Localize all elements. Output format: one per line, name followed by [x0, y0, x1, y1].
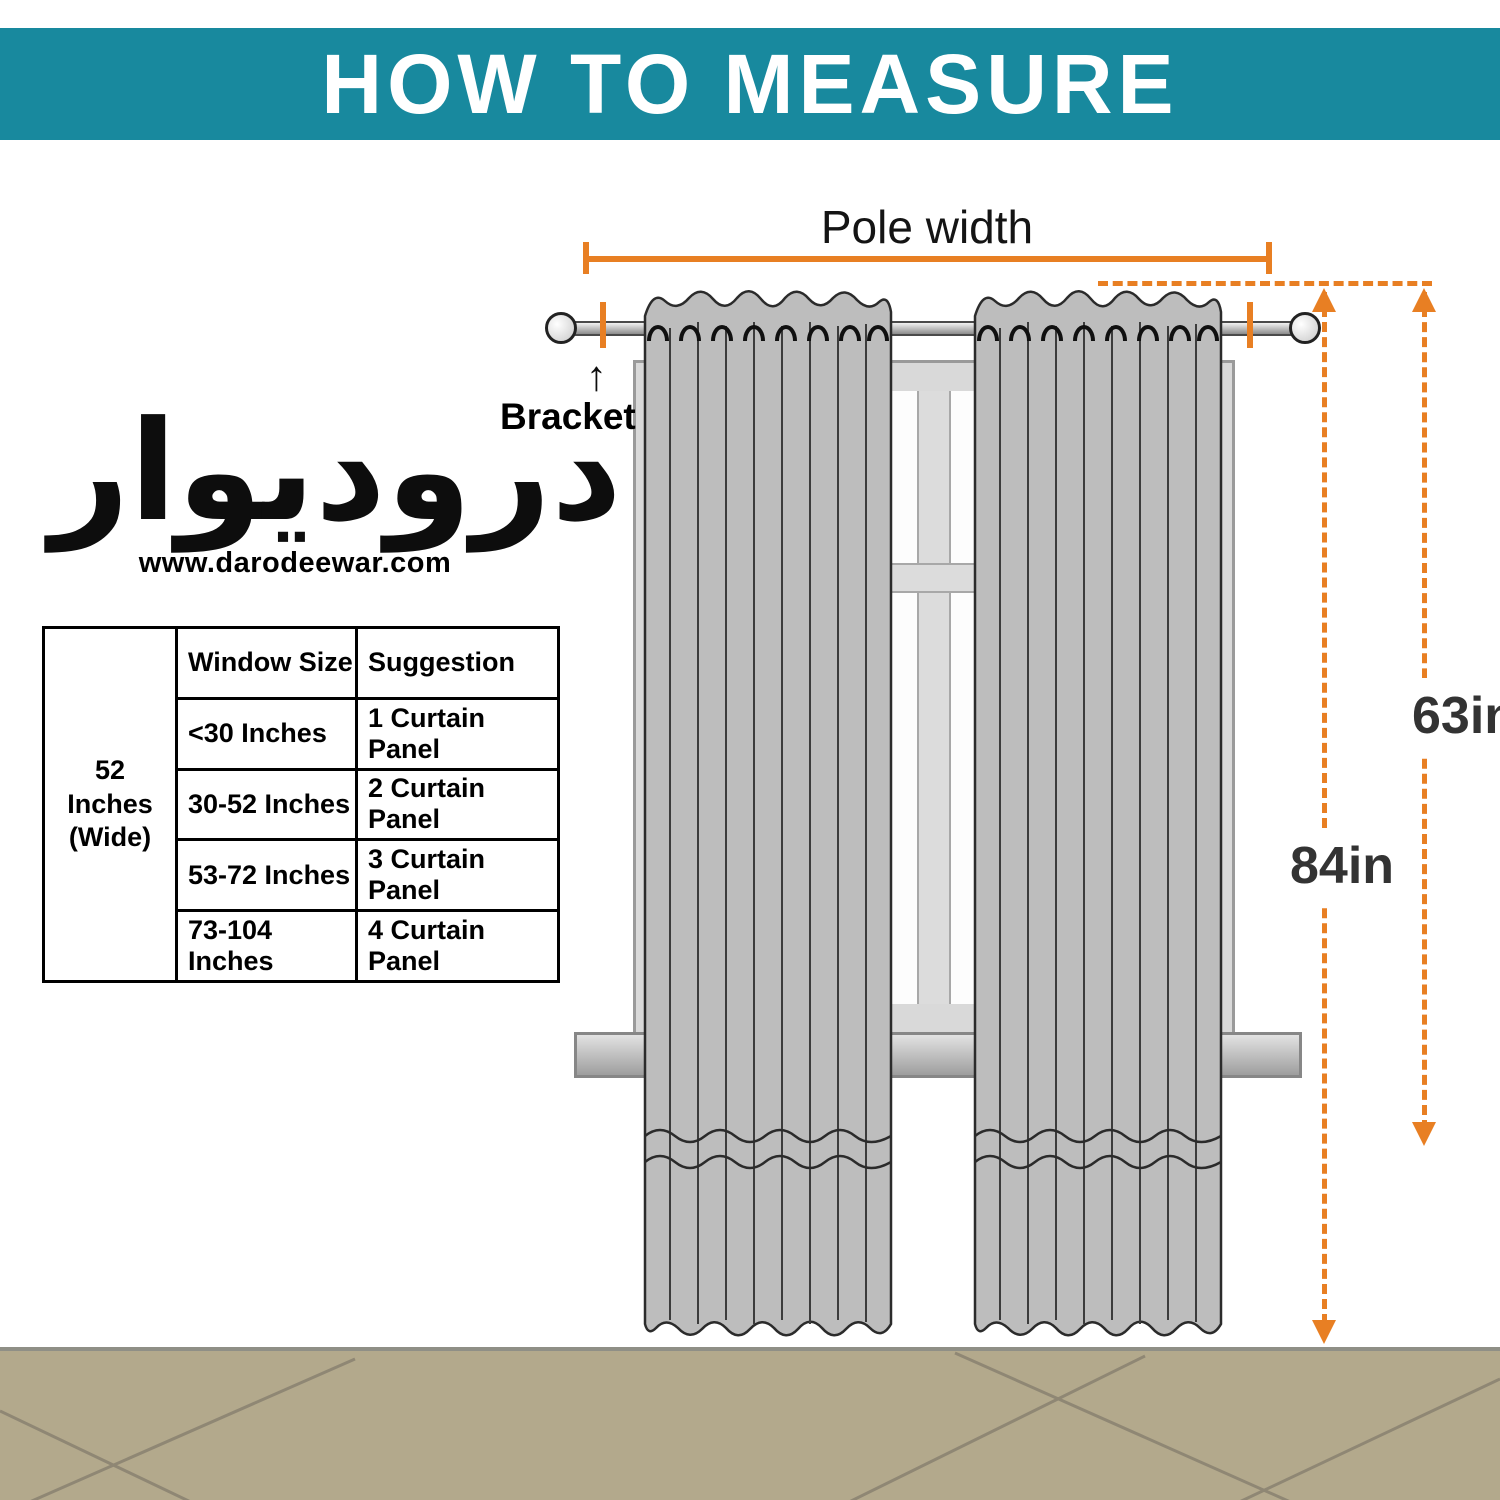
table-row: 53-72 Inches 3 Curtain Panel [178, 838, 557, 910]
arrow-down-63in-icon [1412, 1122, 1436, 1146]
measure-dashed-line-84in [1322, 292, 1327, 1324]
table-grid: Window Size Suggestion <30 Inches 1 Curt… [178, 629, 557, 980]
pole-finial-right [1289, 312, 1321, 344]
bracket-mark-left [600, 302, 606, 348]
pole-width-label: Pole width [820, 201, 1034, 253]
suggestion-cell: 2 Curtain Panel [368, 773, 486, 835]
measure-dashed-line-top [1098, 281, 1432, 286]
bracket-arrow-icon: ↑ [586, 352, 607, 399]
bracket-mark-right [1247, 302, 1253, 348]
bracket-label: Bracket [500, 396, 636, 437]
pole-width-measure-line [585, 256, 1270, 262]
col-header-suggestion: Suggestion [368, 647, 515, 678]
size-suggestion-table: 52 Inches (Wide) Window Size Suggestion … [42, 626, 560, 983]
window-size-cell: 30-52 Inches [178, 770, 358, 839]
wide-label-cell: 52 Inches (Wide) [45, 629, 178, 980]
arrow-up-63in-icon [1412, 288, 1436, 312]
left-curtain-panel [643, 289, 893, 1338]
header-banner: HOW TO MEASURE [0, 28, 1500, 140]
pole-width-tick-right [1266, 242, 1272, 274]
table-row: 73-104 Inches 4 Curtain Panel [178, 909, 557, 980]
website-url: www.darodeewar.com [138, 546, 452, 579]
brand-logo: دروديوار www.darodeewar.com [50, 391, 622, 580]
suggestion-cell: 3 Curtain Panel [368, 844, 486, 906]
table-header-row: Window Size Suggestion [178, 629, 557, 697]
window-size-cell: <30 Inches [178, 699, 358, 768]
suggestion-cell: 4 Curtain Panel [368, 915, 486, 977]
label-84in: 84in [1284, 828, 1401, 904]
window-size-cell: 53-72 Inches [178, 841, 358, 910]
table-row: 30-52 Inches 2 Curtain Panel [178, 767, 557, 839]
label-63in: 63in [1406, 678, 1500, 754]
pole-width-tick-left [583, 242, 589, 274]
window-mullion [917, 391, 951, 1004]
arrow-up-84in-icon [1312, 288, 1336, 312]
floor-tile-lines [0, 1351, 1500, 1500]
col-header-window-size: Window Size [178, 629, 358, 697]
table-row: <30 Inches 1 Curtain Panel [178, 696, 557, 768]
arrow-down-84in-icon [1312, 1320, 1336, 1344]
window-size-cell: 73-104 Inches [178, 912, 358, 980]
page-title: HOW TO MEASURE [321, 36, 1179, 131]
pole-finial-left [545, 312, 577, 344]
curtains-illustration [643, 289, 1223, 1338]
logo-calligraphy: دروديوار [50, 391, 622, 552]
floor [0, 1347, 1500, 1500]
right-curtain-panel [973, 289, 1223, 1338]
suggestion-cell: 1 Curtain Panel [368, 702, 486, 764]
